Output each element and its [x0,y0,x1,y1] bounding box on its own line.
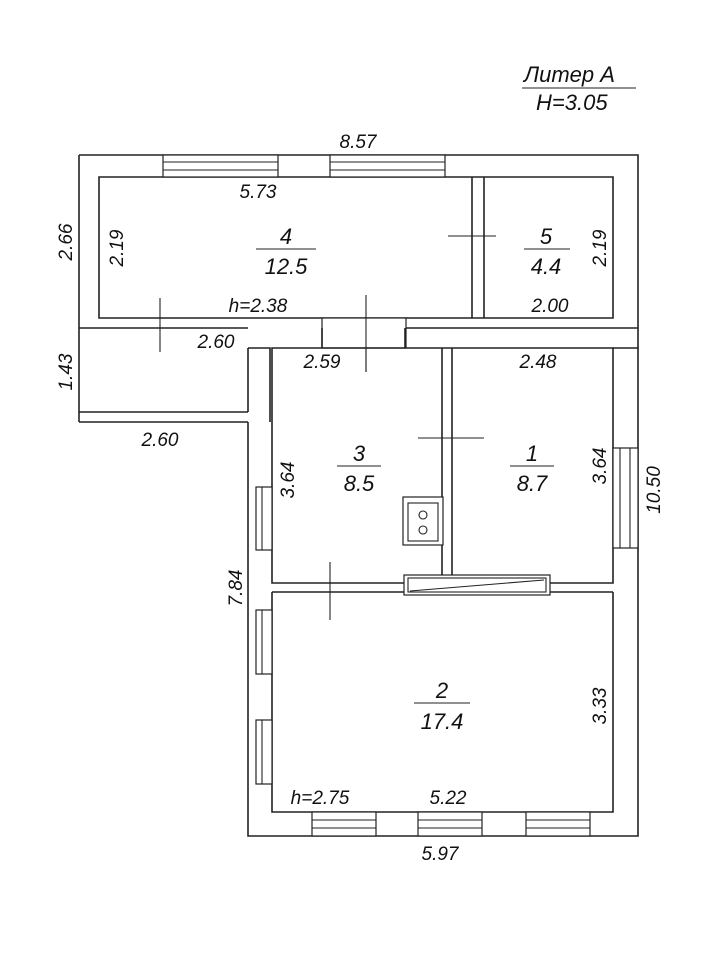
plan-header: Литер А H=3.05 [522,62,636,115]
dim-left-upper-total: 2.66 [56,223,77,261]
stove-icon [402,496,444,546]
room-area: 12.5 [265,254,309,279]
lower-doors [329,437,484,620]
room-2-label: 2 17.4 [414,678,470,734]
dim-porch-outer-width: 2.60 [141,430,179,451]
bottom-windows [311,811,591,837]
dim-room2-width: 5.22 [430,788,467,809]
room-number: 3 [353,441,366,466]
upper-doors [159,235,496,372]
room-area: 17.4 [421,709,464,734]
dim-room3-height: 3.64 [278,462,299,499]
dim-room4-width: 5.73 [240,182,277,203]
room-number: 2 [435,678,448,703]
room-3-label: 3 8.5 [337,441,381,496]
right-window [612,447,639,549]
dim-porch-inner-width: 2.60 [197,332,235,353]
room-area: 4.4 [531,254,562,279]
dim-right-total: 10.50 [644,466,665,514]
dim-porch-height: 1.43 [56,353,77,390]
left-windows [255,486,273,785]
upper-windows [162,154,446,178]
dim-room1-width: 2.48 [519,352,557,373]
dim-left-lower-total: 7.84 [226,570,247,607]
dim-room5-width: 2.00 [531,296,569,317]
room-4-label: 4 12.5 [256,224,316,279]
room-1-label: 1 8.7 [510,441,554,496]
room-area: 8.7 [517,471,548,496]
room-area: 8.5 [344,471,375,496]
dim-room2-height: 3.33 [590,687,611,724]
room-number: 5 [540,224,553,249]
dimension-labels: 8.57 5.73 2.19 2.19 2.66 h=2.38 2.00 2.6… [56,132,665,865]
room-number: 4 [280,224,292,249]
height-label: H=3.05 [536,90,608,115]
dim-room3-width: 2.59 [303,352,341,373]
room-number: 1 [526,441,538,466]
heater-icon [403,574,551,596]
porch-walls [78,328,249,423]
dim-top-total: 8.57 [340,132,378,153]
dim-room1-height: 3.64 [590,448,611,485]
dim-room4-height: 2.19 [107,229,128,267]
dim-bottom-total: 5.97 [422,844,460,865]
litera-label: Литер А [522,62,615,87]
room-5-label: 5 4.4 [524,224,570,279]
dim-upper-ceiling: h=2.38 [229,296,288,317]
dim-lower-ceiling: h=2.75 [291,788,350,809]
dim-room5-height: 2.19 [590,229,611,267]
